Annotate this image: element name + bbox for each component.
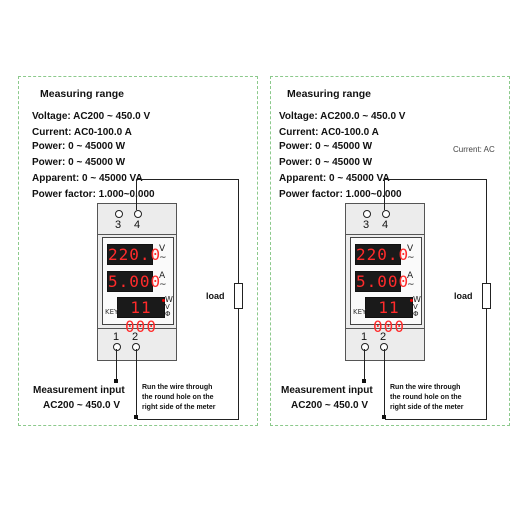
junction (382, 415, 386, 419)
wire (137, 419, 239, 420)
terminal-label-2: 2 (380, 331, 387, 343)
wire (136, 179, 137, 210)
wire (238, 179, 239, 287)
volt-unit: V~ (159, 244, 167, 263)
wire (384, 179, 487, 180)
spec-power-2: Power: 0 ~ 45000 W (279, 157, 373, 168)
spec-power: Power: 0 ~ 45000 W (32, 141, 126, 152)
terminal-label-1: 1 (113, 331, 120, 343)
terminal-3 (363, 210, 371, 218)
wire (116, 349, 117, 383)
terminal-label-4: 4 (134, 219, 141, 231)
voltage-display: 220.0 (107, 244, 162, 265)
load-label: load (206, 291, 225, 301)
spec-apparent: Apparent: 0 ~ 45000 VA (32, 173, 143, 184)
amp-unit: A~ (407, 271, 415, 290)
power-display: 11 000 (117, 297, 165, 336)
wire (384, 179, 385, 210)
wire (385, 419, 487, 420)
pf-unit: VΦ (165, 303, 171, 318)
wire (136, 179, 239, 180)
measurement-input-label: Measurement input (281, 385, 373, 396)
measurement-input-label: Measurement input (33, 385, 125, 396)
current-display: 5.000 (355, 271, 410, 292)
terminal-label-3: 3 (115, 219, 122, 231)
panel-title: Measuring range (287, 88, 372, 100)
panel-title: Measuring range (40, 88, 125, 100)
spec-current: Current: AC0-100.0 A (279, 127, 379, 138)
wire-note-line-2: the round hole on the (142, 394, 214, 401)
spec-current: Current: AC0-100.0 A (32, 127, 132, 138)
wire (238, 309, 239, 419)
junction (134, 415, 138, 419)
terminal-label-1: 1 (361, 331, 368, 343)
terminal-3 (115, 210, 123, 218)
spec-power-2: Power: 0 ~ 45000 W (32, 157, 126, 168)
terminal-label-4: 4 (382, 219, 389, 231)
spec-power-factor: Power factor: 1.000~0.000 (279, 189, 402, 200)
terminal-label-3: 3 (363, 219, 370, 231)
junction (114, 379, 118, 383)
volt-unit: V~ (407, 244, 415, 263)
terminal-label-2: 2 (132, 331, 139, 343)
current-display: 5.000 (107, 271, 162, 292)
pf-unit: VΦ (413, 303, 419, 318)
spec-power-factor: Power factor: 1.000~0.000 (32, 189, 155, 200)
wire-note-line-3: right side of the meter (390, 404, 464, 411)
indicator-dot (162, 299, 165, 302)
wire-note-line-3: right side of the meter (142, 404, 216, 411)
load-label: load (454, 291, 473, 301)
voltage-display: 220.0 (355, 244, 410, 265)
measurement-range: AC200 ~ 450.0 V (291, 400, 368, 411)
spec-apparent: Apparent: 0 ~ 45000 VA (279, 173, 390, 184)
key-label: KEY (353, 308, 367, 316)
terminal-4 (382, 210, 390, 218)
spec-voltage: Voltage: AC200 ~ 450.0 V (32, 111, 151, 122)
diagram-panel-right: Measuring range Voltage: AC200.0 ~ 450.0… (270, 76, 510, 426)
amp-unit: A~ (159, 271, 167, 290)
load-resistor (234, 283, 243, 309)
measurement-range: AC200 ~ 450.0 V (43, 400, 120, 411)
wire (384, 349, 385, 419)
wire-note-line-1: Run the wire through (142, 384, 213, 391)
watt-unit: W (413, 295, 421, 304)
key-label: KEY (105, 308, 119, 316)
indicator-dot (410, 299, 413, 302)
power-display: 11 000 (365, 297, 413, 336)
wire (486, 309, 487, 419)
spec-power: Power: 0 ~ 45000 W (279, 141, 373, 152)
overlap-text: Current: AC (453, 145, 495, 154)
wire (364, 349, 365, 383)
wire-note-line-2: the round hole on the (390, 394, 462, 401)
terminal-4 (134, 210, 142, 218)
junction (362, 379, 366, 383)
wire (486, 179, 487, 287)
terminal-1 (361, 343, 369, 351)
spec-voltage: Voltage: AC200.0 ~ 450.0 V (279, 111, 406, 122)
wire-note-line-1: Run the wire through (390, 384, 461, 391)
terminal-1 (113, 343, 121, 351)
wire (136, 349, 137, 419)
diagram-panel-left: Measuring range Voltage: AC200 ~ 450.0 V… (18, 76, 258, 426)
load-resistor (482, 283, 491, 309)
watt-unit: W (165, 295, 173, 304)
